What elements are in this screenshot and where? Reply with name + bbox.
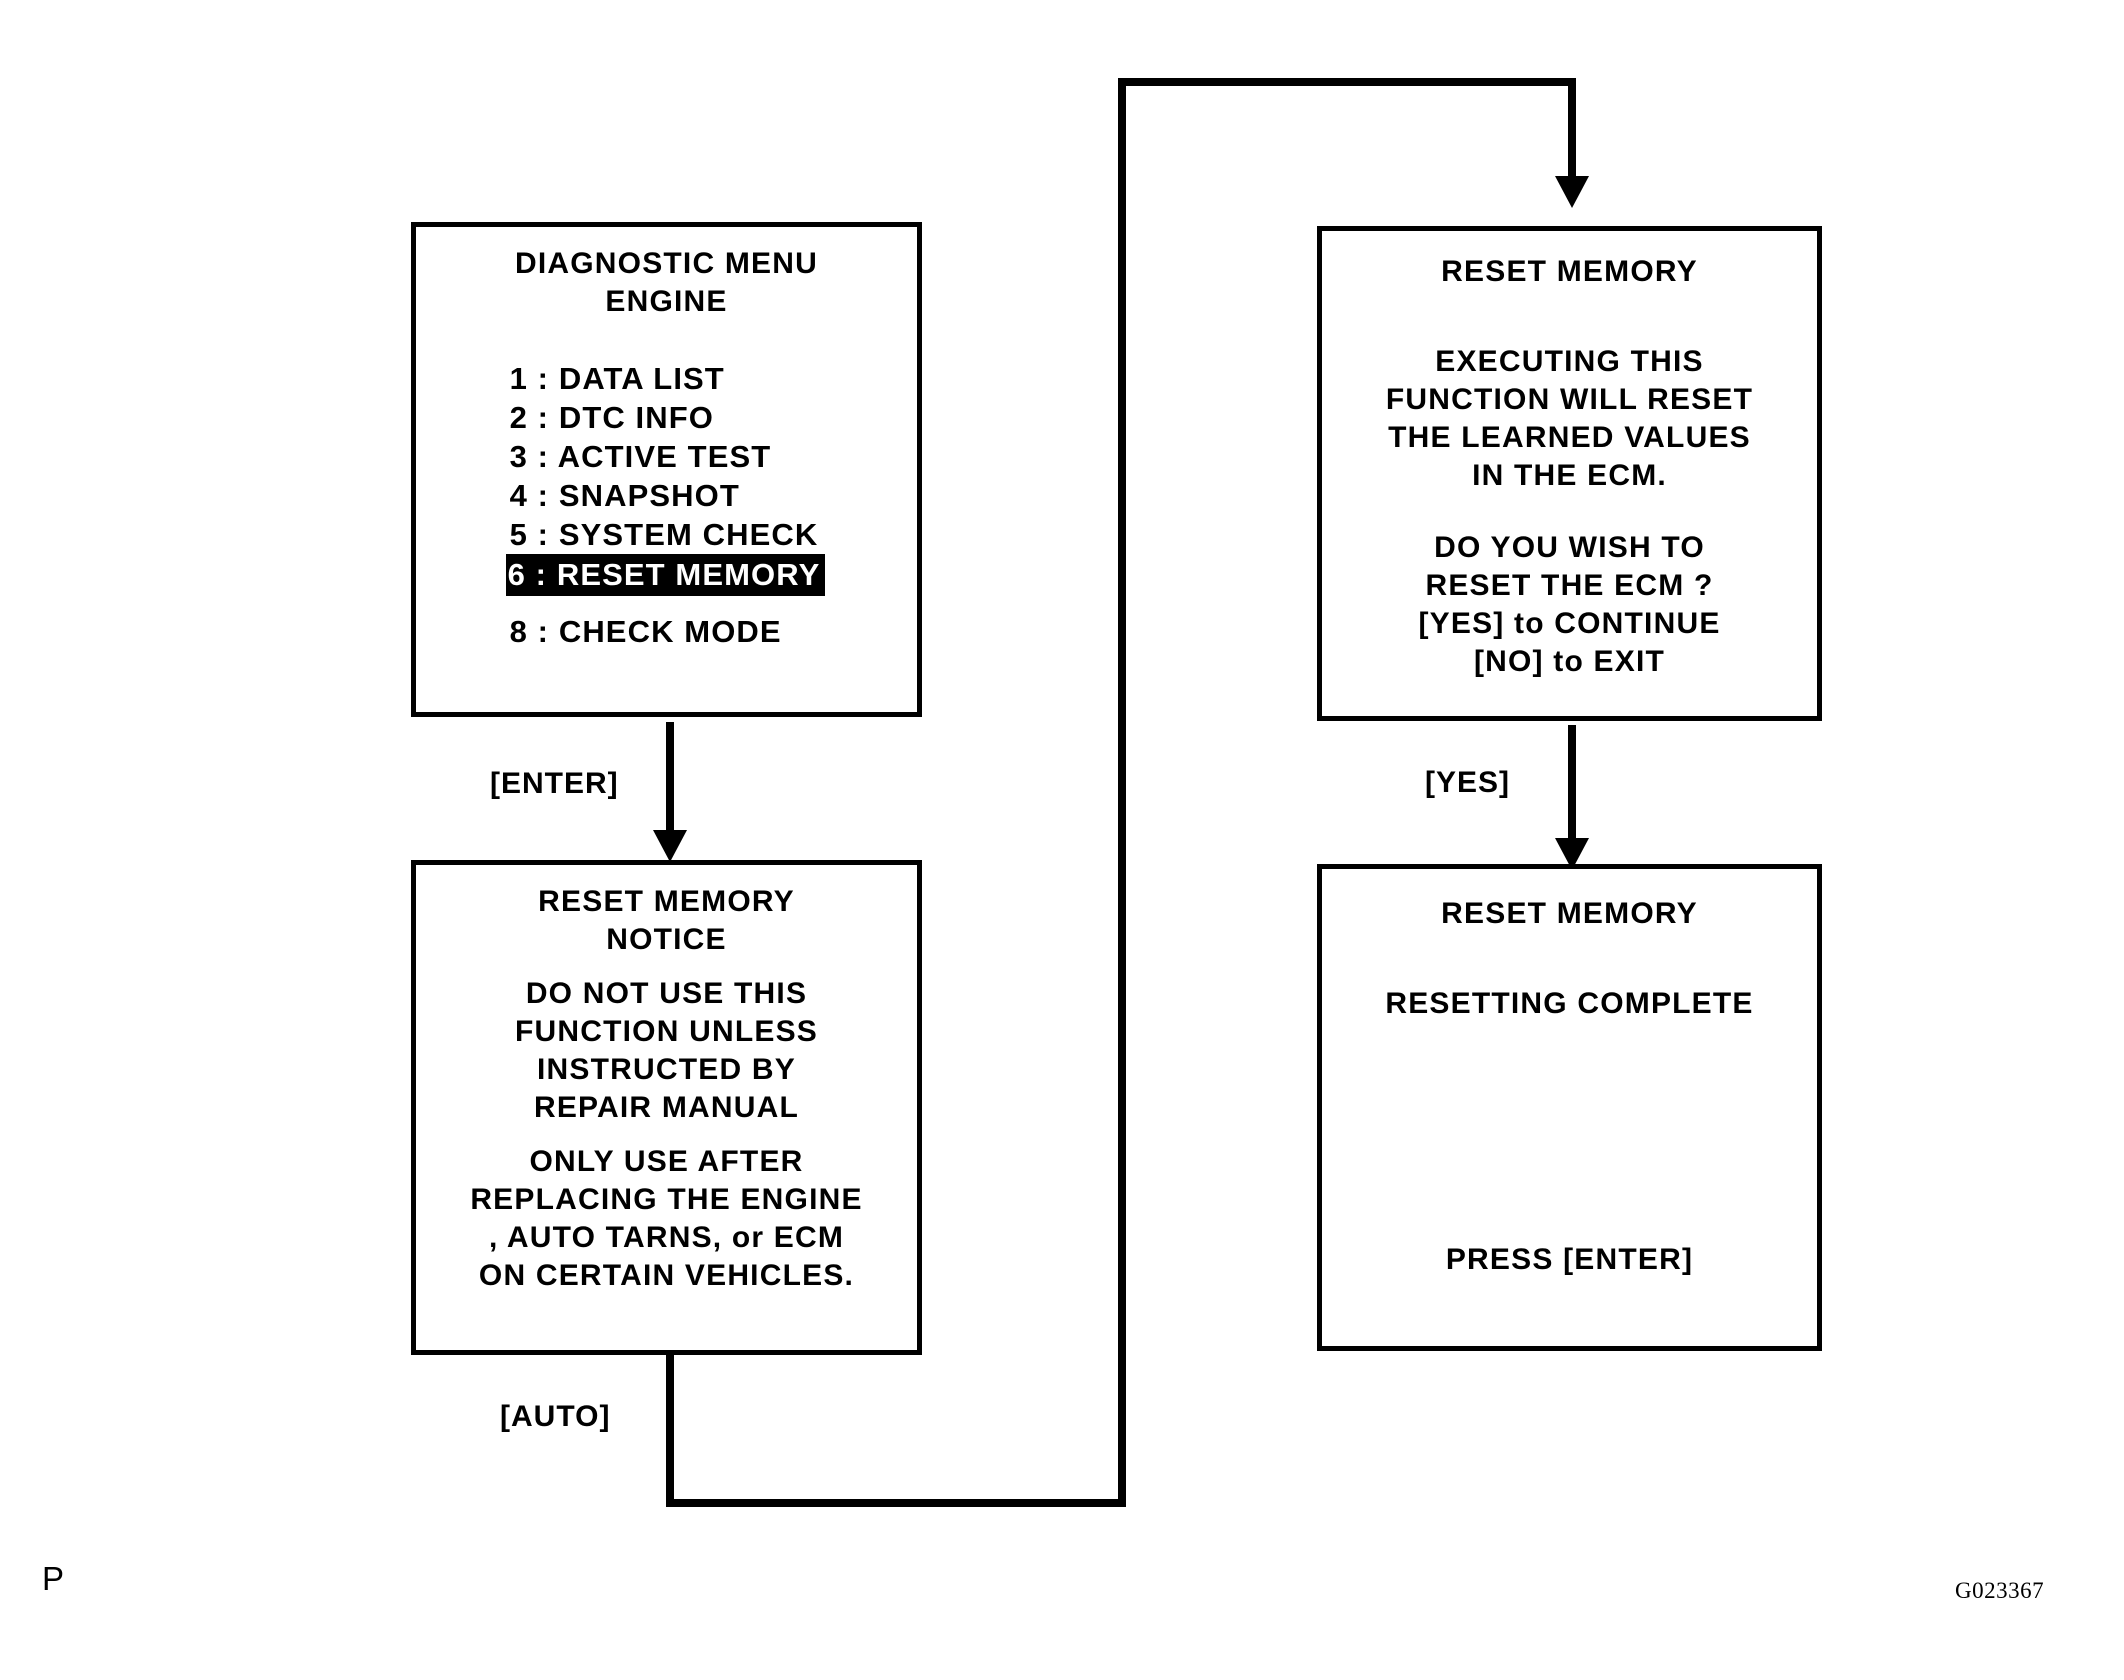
notice-para2-line2: REPLACING THE ENGINE: [470, 1183, 863, 1216]
menu-item-label: CHECK MODE: [558, 614, 782, 649]
connector-enter-arrowhead: [653, 830, 687, 862]
notice-title-line2: NOTICE: [606, 923, 727, 956]
menu-item-number: 6 :: [507, 557, 548, 592]
menu-item-number: 3 :: [509, 439, 550, 474]
confirm-para2-line1: DO YOU WISH TO: [1434, 531, 1705, 564]
notice-para2-line3: , AUTO TARNS, or ECM: [488, 1221, 845, 1254]
screen-reset-memory-complete[interactable]: RESET MEMORY RESETTING COMPLETE PRESS [E…: [1317, 864, 1822, 1351]
menu-item-label: SNAPSHOT: [558, 478, 740, 513]
menu-item-label: DATA LIST: [558, 361, 725, 396]
screen-diagnostic-menu[interactable]: DIAGNOSTIC MENU ENGINE 1 : DATA LIST 2 :…: [411, 222, 922, 717]
menu-item-snapshot[interactable]: 4 : SNAPSHOT: [508, 476, 826, 515]
menu-item-label: RESET MEMORY: [556, 557, 821, 592]
menu-item-number: 2 :: [509, 400, 550, 435]
menu-item-check-mode[interactable]: 8 : CHECK MODE: [508, 612, 826, 651]
diagnostic-menu-title-line2: ENGINE: [605, 285, 728, 318]
menu-item-dtc-info[interactable]: 2 : DTC INFO: [508, 398, 826, 437]
menu-item-number: 4 :: [509, 478, 550, 513]
confirm-para1-line1: EXECUTING THIS: [1435, 345, 1704, 378]
notice-para1-line2: FUNCTION UNLESS: [515, 1015, 818, 1048]
confirm-para1-line4: IN THE ECM.: [1472, 459, 1667, 492]
complete-prompt: PRESS [ENTER]: [1445, 1243, 1694, 1276]
screen-reset-memory-confirm[interactable]: RESET MEMORY EXECUTING THIS FUNCTION WIL…: [1317, 226, 1822, 721]
figure-code: G023367: [1955, 1578, 2045, 1603]
complete-title: RESET MEMORY: [1441, 897, 1698, 930]
edge-label-auto: [AUTO]: [500, 1400, 611, 1433]
connector-auto-arrowhead: [1555, 176, 1589, 208]
menu-item-system-check[interactable]: 5 : SYSTEM CHECK: [508, 515, 826, 554]
connector-auto-into-confirm: [1568, 78, 1576, 186]
connector-yes-shaft: [1568, 725, 1576, 847]
notice-title-line1: RESET MEMORY: [538, 885, 795, 918]
menu-item-active-test[interactable]: 3 : ACTIVE TEST: [508, 437, 826, 476]
confirm-option-no[interactable]: [NO] to EXIT: [1473, 645, 1666, 678]
page-corner-mark: P: [42, 1560, 65, 1597]
notice-para2-line1: ONLY USE AFTER: [529, 1145, 804, 1178]
connector-auto-down: [666, 1355, 674, 1507]
menu-item-label: DTC INFO: [558, 400, 715, 435]
confirm-para2-line2: RESET THE ECM ?: [1425, 569, 1714, 602]
edge-label-enter: [ENTER]: [490, 767, 619, 800]
confirm-para1-line2: FUNCTION WILL RESET: [1385, 383, 1754, 416]
confirm-para1-line3: THE LEARNED VALUES: [1388, 421, 1751, 454]
complete-status: RESETTING COMPLETE: [1385, 987, 1754, 1020]
notice-para1-line1: DO NOT USE THIS: [525, 977, 808, 1010]
menu-item-number: 8 :: [509, 614, 550, 649]
connector-auto-up: [1118, 78, 1126, 1507]
diagnostic-menu-title-line1: DIAGNOSTIC MENU: [515, 247, 818, 280]
menu-item-label: SYSTEM CHECK: [558, 517, 819, 552]
screen-reset-memory-notice[interactable]: RESET MEMORY NOTICE DO NOT USE THIS FUNC…: [411, 860, 922, 1355]
confirm-title: RESET MEMORY: [1441, 255, 1698, 288]
edge-label-yes: [YES]: [1425, 766, 1511, 799]
connector-auto-top-horizontal: [1118, 78, 1576, 86]
connector-auto-bottom-horizontal: [666, 1499, 1126, 1507]
notice-para1-line3: INSTRUCTED BY: [537, 1053, 796, 1086]
menu-item-reset-memory-selected[interactable]: 6 : RESET MEMORY: [505, 554, 826, 596]
connector-enter-shaft: [666, 722, 674, 840]
menu-item-label: ACTIVE TEST: [557, 439, 772, 474]
notice-para1-line4: REPAIR MANUAL: [533, 1091, 800, 1124]
confirm-option-yes[interactable]: [YES] to CONTINUE: [1418, 607, 1721, 640]
menu-item-data-list[interactable]: 1 : DATA LIST: [508, 359, 826, 398]
menu-item-number: 5 :: [509, 517, 550, 552]
menu-item-number: 1 :: [509, 361, 550, 396]
diagnostic-menu-list: 1 : DATA LIST 2 : DTC INFO 3 : ACTIVE TE…: [505, 359, 826, 651]
notice-para2-line4: ON CERTAIN VEHICLES.: [478, 1259, 855, 1292]
